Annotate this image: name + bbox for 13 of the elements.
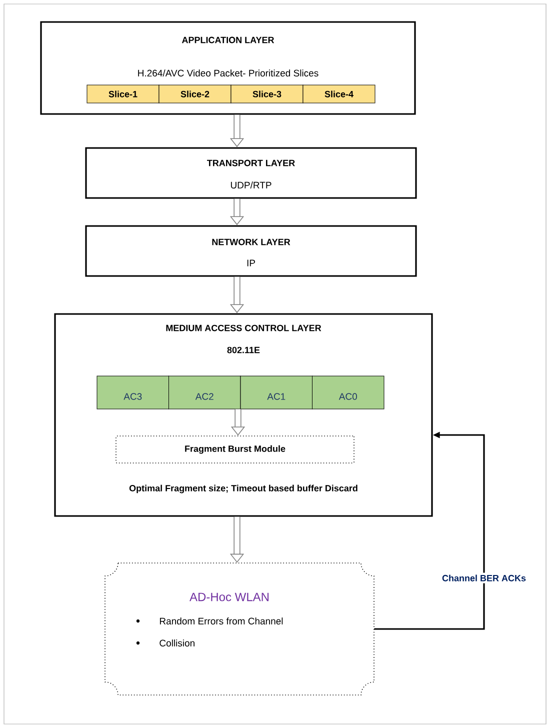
slice-cell: Slice-4 — [302, 84, 376, 104]
slice-cell: Slice-2 — [158, 84, 232, 104]
slice-cell: Slice-1 — [86, 84, 160, 104]
layer-box: NETWORK LAYER IP — [85, 225, 417, 277]
queue-cell: AC2 — [168, 376, 241, 410]
slice-cell: Slice-3 — [230, 84, 304, 104]
edge-label: Channel BER ACKs — [440, 572, 528, 584]
queue-cell: AC0 — [312, 376, 384, 410]
queue-cell: AC1 — [240, 376, 312, 410]
network-cloud-box: AD-Hoc WLAN Random Errors from Channel Collision — [104, 562, 374, 696]
layer-box: TRANSPORT LAYER UDP/RTP — [85, 147, 417, 199]
queue-cell: AC3 — [96, 376, 169, 410]
module-box: Fragment Burst Module — [116, 436, 354, 464]
